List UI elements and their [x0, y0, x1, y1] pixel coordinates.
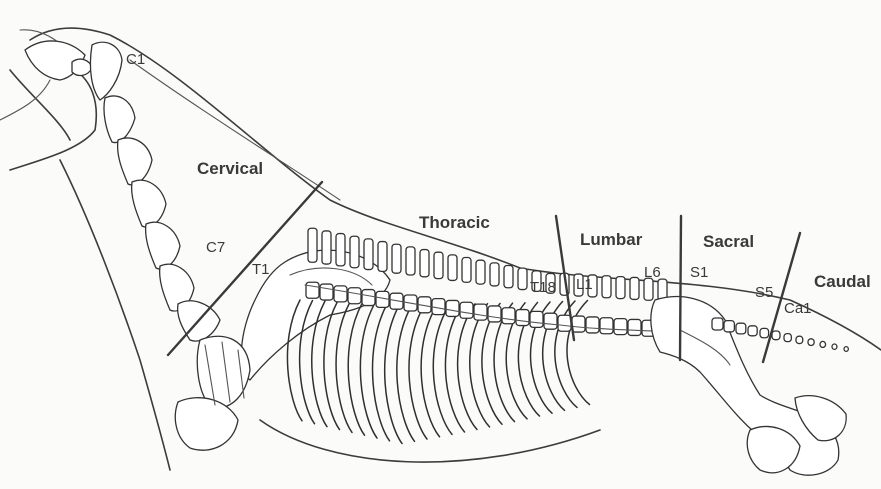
tail-vertebra [844, 347, 848, 352]
region-label-thoracic: Thoracic [419, 214, 490, 231]
vertebral-body [586, 317, 599, 333]
dorsal-process [378, 242, 387, 272]
vertebral-body [446, 300, 459, 316]
vertebral-body [572, 316, 585, 332]
vertebral-body [348, 288, 361, 304]
rib [348, 302, 364, 435]
region-label-lumbar: Lumbar [580, 231, 642, 248]
dorsal-process [392, 244, 401, 273]
skull-fragment [25, 41, 92, 80]
cervical-vertebrae [90, 42, 220, 341]
tail-vertebra [820, 341, 826, 347]
dorsal-process [518, 268, 527, 289]
vertebra-label-ca1: Ca1 [784, 301, 812, 316]
dorsal-process [434, 252, 443, 278]
vertebra-label-s1: S1 [690, 265, 708, 280]
vertebral-body [460, 302, 473, 318]
rib [373, 303, 390, 441]
region-label-sacral: Sacral [703, 233, 754, 250]
dorsal-process [644, 278, 653, 300]
vertebral-body [628, 319, 641, 335]
vertebra-label-t18: T18 [530, 280, 556, 295]
vertebra-label-c7: C7 [206, 240, 225, 255]
dorsal-process [476, 260, 485, 284]
dorsal-process [616, 277, 625, 299]
rib [385, 303, 402, 443]
scapula [175, 250, 390, 450]
dorsal-process [322, 231, 331, 264]
dorsal-process [364, 239, 373, 270]
tail-vertebra [772, 331, 780, 340]
divider-lumbar-sacral [680, 216, 681, 360]
vertebral-body [306, 282, 319, 298]
dorsal-process [504, 266, 513, 288]
vertebral-body [544, 313, 557, 329]
tail-vertebra [736, 323, 746, 334]
tail-vertebra [784, 334, 791, 342]
rib [421, 304, 439, 437]
vertebral-body [432, 299, 445, 315]
rib [360, 303, 377, 438]
vertebral-body [502, 308, 515, 324]
vertebral-body [474, 304, 487, 320]
rib [324, 302, 340, 430]
vertebral-body [362, 290, 375, 306]
dorsal-process [420, 250, 429, 277]
dorsal-process [350, 236, 359, 267]
dorsal-process [462, 258, 471, 283]
rib [433, 304, 452, 434]
rib [470, 304, 490, 427]
rib [397, 304, 415, 442]
tail-vertebra [796, 336, 803, 343]
tail-vertebra [832, 344, 837, 349]
vertebral-body [530, 311, 543, 327]
vertebral-body [488, 306, 501, 322]
rib [409, 304, 427, 439]
dorsal-process [602, 276, 611, 298]
vertebra-label-t1: T1 [252, 262, 270, 277]
tail-vertebra [808, 339, 814, 346]
dorsal-process [406, 247, 415, 275]
vertebral-body [558, 315, 571, 331]
vertebral-body [516, 310, 529, 326]
tail-vertebra [712, 318, 723, 330]
dorsal-process [308, 228, 317, 262]
vertebra-label-l6: L6 [644, 265, 661, 280]
rib [458, 304, 477, 430]
dorsal-process [490, 263, 499, 286]
vertebra-label-c1: C1 [126, 52, 145, 67]
region-label-caudal: Caudal [814, 273, 871, 290]
rib [336, 302, 352, 432]
vertebral-body [334, 286, 347, 302]
tail-vertebra [748, 326, 757, 336]
rib [445, 304, 464, 432]
rib-cage-lower-edge [260, 420, 600, 462]
region-label-cervical: Cervical [197, 160, 263, 177]
vertebra-label-l1: L1 [576, 277, 593, 292]
vertebra-label-s5: S5 [755, 285, 773, 300]
dorsal-process [448, 255, 457, 281]
dorsal-process [336, 234, 345, 266]
vertebral-body [614, 319, 627, 335]
dorsal-process [630, 277, 639, 299]
tail-vertebra [760, 328, 769, 337]
vertebral-body [600, 318, 613, 334]
vertebral-body [320, 284, 333, 300]
tail-vertebra [724, 321, 734, 332]
